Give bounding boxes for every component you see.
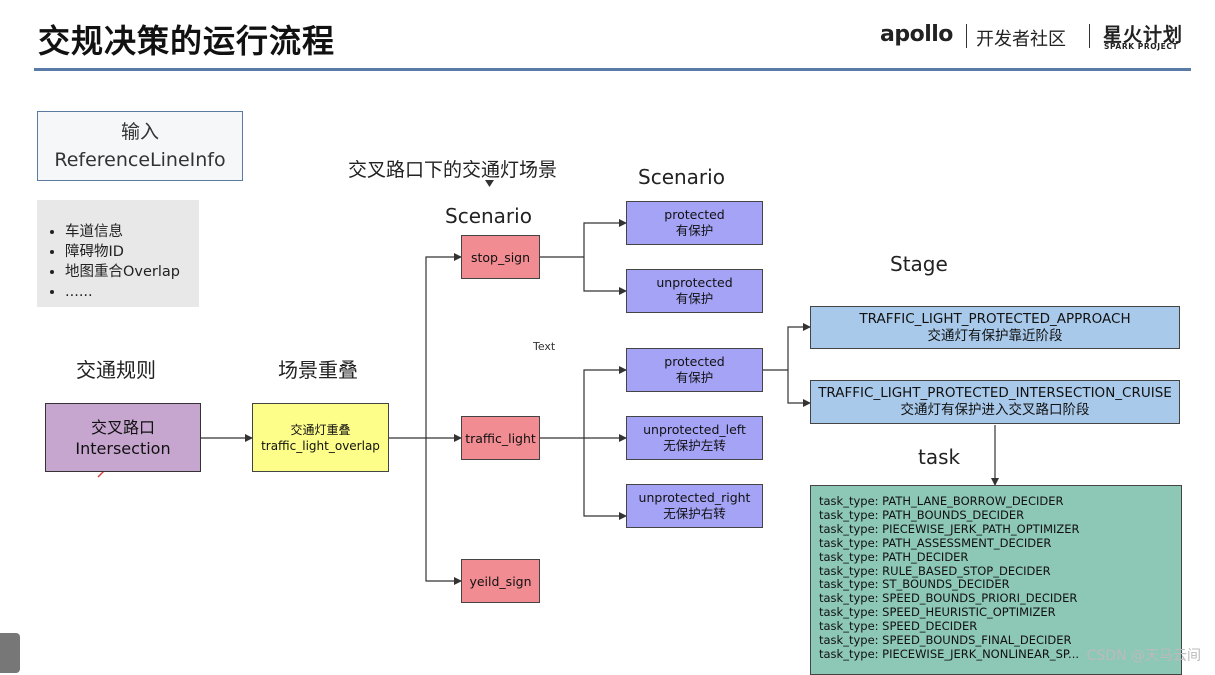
arrow-tl-protected <box>583 366 627 438</box>
task-item: task_type: PIECEWISE_JERK_PATH_OPTIMIZER <box>819 521 1080 536</box>
text-placeholder: Text <box>533 340 556 353</box>
overlap-cn: 交通灯重叠 <box>290 422 351 437</box>
list-item: 障碍物ID <box>65 242 180 262</box>
brand-divider <box>1089 24 1090 48</box>
arrow-to-stop-sign <box>425 253 462 438</box>
task-item: task_type: SPEED_BOUNDS_FINAL_DECIDER <box>819 633 1072 648</box>
input-box: 输入 ReferenceLineInfo <box>37 111 243 181</box>
traffic-light-overlap-node: 交通灯重叠 traffic_light_overlap <box>252 403 389 472</box>
yeild-sign-node: yeild_sign <box>461 559 540 603</box>
stage-approach-node: TRAFFIC_LIGHT_PROTECTED_APPROACH 交通灯有保护靠… <box>810 306 1180 349</box>
scene-overlap-label: 场景重叠 <box>278 358 358 382</box>
node-line-en: protected <box>664 354 725 369</box>
node-line-cn: 无保护右转 <box>663 506 726 521</box>
scene-title-marker <box>485 180 494 187</box>
tl-protected-node: protected 有保护 <box>626 348 763 392</box>
node-line-cn: 有保护 <box>675 370 714 385</box>
scenario-label-2: Scenario <box>638 165 725 189</box>
intersection-en: Intersection <box>75 438 171 458</box>
arrow-stage-cruise <box>787 370 811 407</box>
task-item: task_type: SPEED_BOUNDS_PRIORI_DECIDER <box>819 591 1078 606</box>
stop-sign-node: stop_sign <box>461 235 540 279</box>
intersection-scene-label: 交叉路口下的交通灯场景 <box>348 159 558 181</box>
stop-unprotected-node: unprotected 有保护 <box>626 269 763 313</box>
tl-unprotected-left-node: unprotected_left 无保护左转 <box>626 416 763 460</box>
node-line-cn: 无保护左转 <box>663 438 726 453</box>
stage-line-cn: 交通灯有保护进入交叉路口阶段 <box>900 402 1090 418</box>
spark-logo-sub: SPARK PROJECT <box>1104 42 1179 51</box>
node-line-en: protected <box>664 207 725 222</box>
list-item: ...... <box>65 282 180 302</box>
stage-line-cn: 交通灯有保护靠近阶段 <box>927 327 1063 344</box>
arrow-stop-protected <box>583 219 627 257</box>
arrow-stop-unprotected <box>583 257 627 295</box>
node-line-cn: 有保护 <box>675 291 714 306</box>
tl-unprotected-right-node: unprotected_right 无保护右转 <box>626 484 763 528</box>
info-list-box: 车道信息 障碍物ID 地图重合Overlap ...... <box>37 200 199 307</box>
intersection-cn: 交叉路口 <box>90 417 155 437</box>
list-item: 地图重合Overlap <box>65 262 180 282</box>
apollo-logo: apollo <box>880 22 953 47</box>
community-label: 开发者社区 <box>976 29 1066 50</box>
header-rule <box>34 68 1191 71</box>
scenario-label-1: Scenario <box>445 204 532 228</box>
arrow-tl-unprotected-right <box>583 438 627 520</box>
traffic-rule-label: 交通规则 <box>76 358 156 382</box>
input-title: 输入 <box>120 121 159 143</box>
brand-divider <box>966 24 967 48</box>
list-item: 车道信息 <box>65 222 180 242</box>
page-title: 交规决策的运行流程 <box>38 22 336 60</box>
arrow-to-yeild-sign <box>425 438 462 585</box>
node-line-cn: 有保护 <box>675 223 714 238</box>
stage-cruise-node: TRAFFIC_LIGHT_PROTECTED_INTERSECTION_CRU… <box>810 380 1180 424</box>
arrow-stage-approach <box>787 323 811 370</box>
task-item: task_type: ST_BOUNDS_DECIDER <box>819 577 1010 592</box>
task-item: task_type: RULE_BASED_STOP_DECIDER <box>819 563 1051 578</box>
input-subtitle: ReferenceLineInfo <box>54 149 226 171</box>
stage-label: Stage <box>890 252 948 276</box>
overlap-en: traffic_light_overlap <box>261 438 380 453</box>
task-item: task_type: SPEED_HEURISTIC_OPTIMIZER <box>819 605 1056 620</box>
task-label: task <box>918 445 961 469</box>
stop-protected-node: protected 有保护 <box>626 201 763 245</box>
node-line-en: unprotected <box>656 275 733 290</box>
intersection-node: 交叉路口 Intersection <box>45 403 201 472</box>
stage-line-en: TRAFFIC_LIGHT_PROTECTED_APPROACH <box>859 310 1131 327</box>
spark-logo: 星火计划 <box>1103 24 1184 46</box>
stage-line-en: TRAFFIC_LIGHT_PROTECTED_INTERSECTION_CRU… <box>818 385 1172 401</box>
task-item: task_type: PIECEWISE_JERK_NONLINEAR_SP..… <box>819 646 1080 661</box>
traffic-light-node: traffic_light <box>461 416 540 460</box>
task-item: task_type: SPEED_DECIDER <box>819 619 978 634</box>
menu-icon[interactable] <box>0 633 20 673</box>
task-item: task_type: PATH_DECIDER <box>819 549 969 564</box>
node-line-en: unprotected_right <box>638 490 751 505</box>
task-item: task_type: PATH_LANE_BORROW_DECIDER <box>819 494 1064 508</box>
task-list-box: task_type: PATH_LANE_BORROW_DECIDER task… <box>810 485 1182 675</box>
node-line-en: unprotected_left <box>643 422 746 437</box>
watermark: CSDN @天马云间 <box>1086 648 1201 664</box>
task-item: task_type: PATH_BOUNDS_DECIDER <box>819 507 1025 522</box>
task-item: task_type: PATH_ASSESSMENT_DECIDER <box>819 535 1052 550</box>
